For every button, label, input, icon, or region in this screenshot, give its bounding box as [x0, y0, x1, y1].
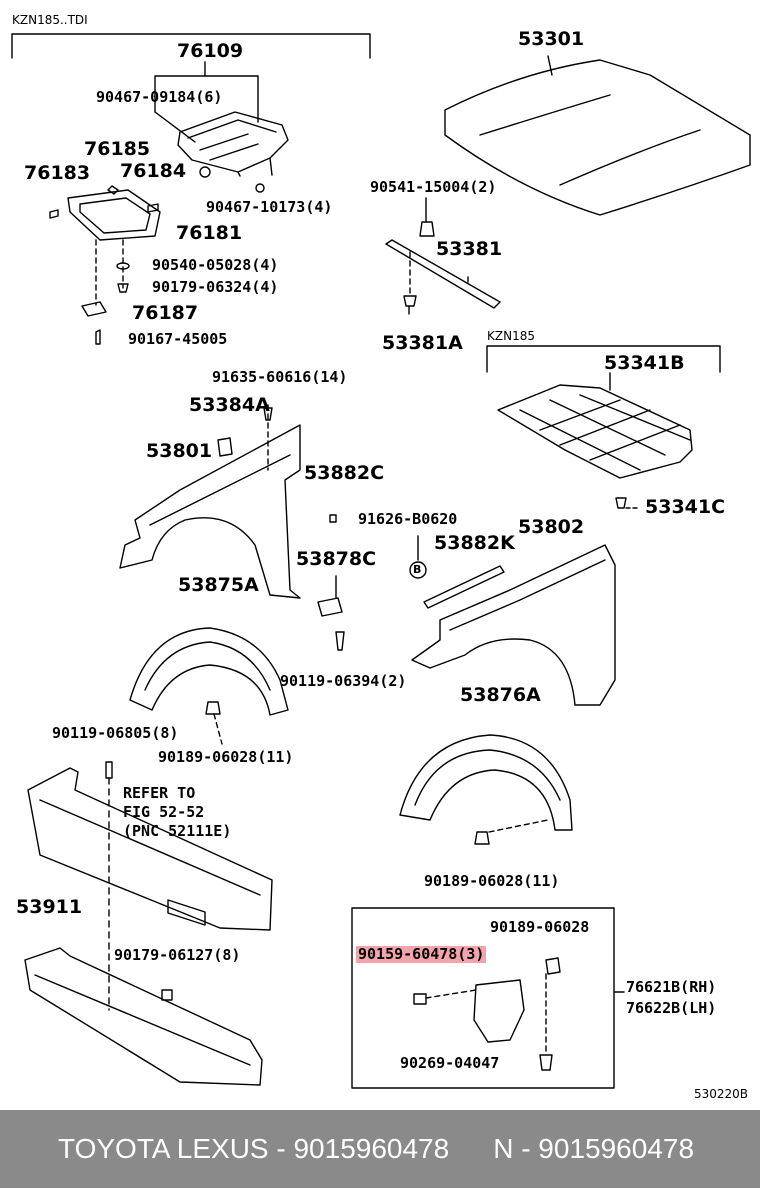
part-90189-06028-c[interactable]: 90189-06028 — [490, 918, 590, 936]
part-90189-06028-b[interactable]: 90189-06028(11) — [424, 872, 560, 890]
part-90119-06805[interactable]: 90119-06805(8) — [52, 724, 179, 742]
part-53882K[interactable]: 53882K — [434, 532, 515, 554]
part-53341B[interactable]: 53341B — [604, 352, 685, 374]
front-fender-right-icon — [411, 544, 616, 706]
front-bumper-icon — [27, 767, 273, 931]
part-53801[interactable]: 53801 — [146, 440, 213, 462]
part-90159-60478-highlighted[interactable]: 90159-60478(3) — [356, 945, 487, 963]
callout-b: B — [413, 563, 422, 576]
part-53381A[interactable]: 53381A — [382, 332, 463, 354]
part-76184[interactable]: 76184 — [120, 160, 187, 182]
part-76622B[interactable]: 76622B(LH) — [626, 999, 717, 1017]
part-53341C[interactable]: 53341C — [645, 496, 726, 518]
part-53384A[interactable]: 53384A — [189, 394, 270, 416]
part-76621B[interactable]: 76621B(RH) — [626, 978, 717, 996]
variant-label-top: KZN185..TDI — [12, 13, 88, 27]
refer-line-1: REFER TO — [123, 784, 196, 802]
part-76183[interactable]: 76183 — [24, 162, 91, 184]
hood-scoop-icon — [67, 189, 161, 241]
part-53882C[interactable]: 53882C — [304, 462, 385, 484]
part-90167-45005[interactable]: 90167-45005 — [128, 330, 228, 348]
variant-label-mid: KZN185 — [487, 329, 535, 343]
front-fender-left-icon — [119, 424, 301, 599]
part-91626-B0620[interactable]: 91626-B0620 — [358, 510, 458, 528]
part-53381[interactable]: 53381 — [436, 238, 503, 260]
part-76181[interactable]: 76181 — [176, 222, 243, 244]
bumper-reinforcement-icon — [24, 947, 263, 1086]
part-90541-15004[interactable]: 90541-15004(2) — [370, 178, 497, 196]
refer-line-3: (PNC 52111E) — [123, 822, 232, 840]
part-90467-10173[interactable]: 90467-10173(4) — [206, 198, 333, 216]
part-53876A[interactable]: 53876A — [460, 684, 541, 706]
hood-panel-icon — [444, 59, 751, 216]
fender-liner-left-icon — [129, 627, 289, 716]
footer-part-number-left: TOYOTA LEXUS - 9015960478 — [58, 1133, 450, 1164]
part-53301[interactable]: 53301 — [518, 28, 585, 50]
part-90179-06324[interactable]: 90179-06324(4) — [152, 278, 279, 296]
part-90179-06127[interactable]: 90179-06127(8) — [114, 946, 241, 964]
footer-bar: TOYOTA LEXUS - 9015960478 N - 9015960478 — [0, 1110, 760, 1188]
part-90119-06394[interactable]: 90119-06394(2) — [280, 672, 407, 690]
part-76187[interactable]: 76187 — [132, 302, 199, 324]
part-90189-06028-a[interactable]: 90189-06028(11) — [158, 748, 294, 766]
part-76185[interactable]: 76185 — [84, 138, 151, 160]
refer-line-2: FIG 52-52 — [123, 803, 205, 821]
part-76109[interactable]: 76109 — [177, 40, 244, 62]
parts-diagram: KZN185..TDI KZN185 530220B 76109 90467-0… — [11, 13, 751, 1101]
part-90269-04047[interactable]: 90269-04047 — [400, 1054, 500, 1072]
fender-liner-right-icon — [399, 734, 573, 831]
mud-guard-icon — [473, 979, 525, 1043]
part-53878C[interactable]: 53878C — [296, 548, 377, 570]
part-90467-09184[interactable]: 90467-09184(6) — [96, 88, 223, 106]
part-91635-60616[interactable]: 91635-60616(14) — [212, 368, 348, 386]
under-cover-icon — [497, 384, 693, 479]
figure-code: 530220B — [694, 1087, 749, 1101]
air-duct-icon — [177, 111, 289, 177]
diagram-drawing — [11, 33, 751, 1089]
part-90540-05028[interactable]: 90540-05028(4) — [152, 256, 279, 274]
part-53911[interactable]: 53911 — [16, 896, 83, 918]
part-53875A[interactable]: 53875A — [178, 574, 259, 596]
part-53802[interactable]: 53802 — [518, 516, 585, 538]
footer-part-number-right: N - 9015960478 — [493, 1133, 695, 1164]
